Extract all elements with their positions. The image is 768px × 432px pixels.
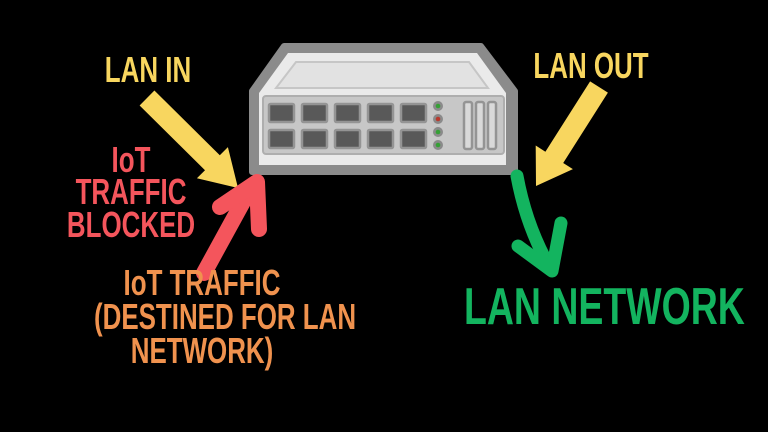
lan-out-arrow [535,81,608,186]
switch-top-face [273,61,490,89]
status-led-red [435,116,441,122]
vent-slats [462,100,498,151]
lan-in-arrow [139,90,238,188]
lan-out-label: LAN OUT [533,45,649,86]
iot-blocked-line-1: IoT [111,139,151,180]
iot-traffic-line-1: IoT TRAFFIC [123,262,281,303]
ethernet-port [366,128,395,150]
ethernet-port [333,102,362,124]
lan-network-arrow-head [511,216,568,278]
ethernet-port [399,102,428,124]
iot-traffic-destined-label: IoT TRAFFIC (DESTINED FOR LAN NETWORK) [93,262,357,372]
iot-traffic-arrow-head [212,174,267,237]
iot-traffic-blocked-label: IoT TRAFFIC BLOCKED [59,139,203,245]
ethernet-port [333,128,362,150]
vent-slat [474,100,486,151]
ethernet-port [366,102,395,124]
vent-slat [462,100,474,151]
status-leds [433,101,443,150]
lan-network-label: LAN NETWORK [464,278,745,336]
iot-traffic-arrow [196,174,267,281]
iot-traffic-line-2: (DESTINED FOR LAN [93,296,357,338]
iot-traffic-arrow-shaft [196,192,252,281]
iot-blocked-line-2: TRAFFIC [75,171,187,213]
status-led-green [435,129,441,135]
lan-in-label: LAN IN [104,49,192,90]
vent-slat [486,100,498,151]
status-led-green [435,103,441,109]
iot-traffic-line-3: NETWORK) [130,330,274,372]
ethernet-port [300,128,329,150]
ethernet-port [399,128,428,150]
iot-blocked-line-3: BLOCKED [66,203,196,245]
ethernet-port [267,128,296,150]
ethernet-port [267,102,296,124]
lan-network-arrow [510,169,568,278]
network-switch [249,43,518,175]
status-led-green [435,142,441,148]
ethernet-ports [267,102,428,150]
ethernet-port [300,102,329,124]
